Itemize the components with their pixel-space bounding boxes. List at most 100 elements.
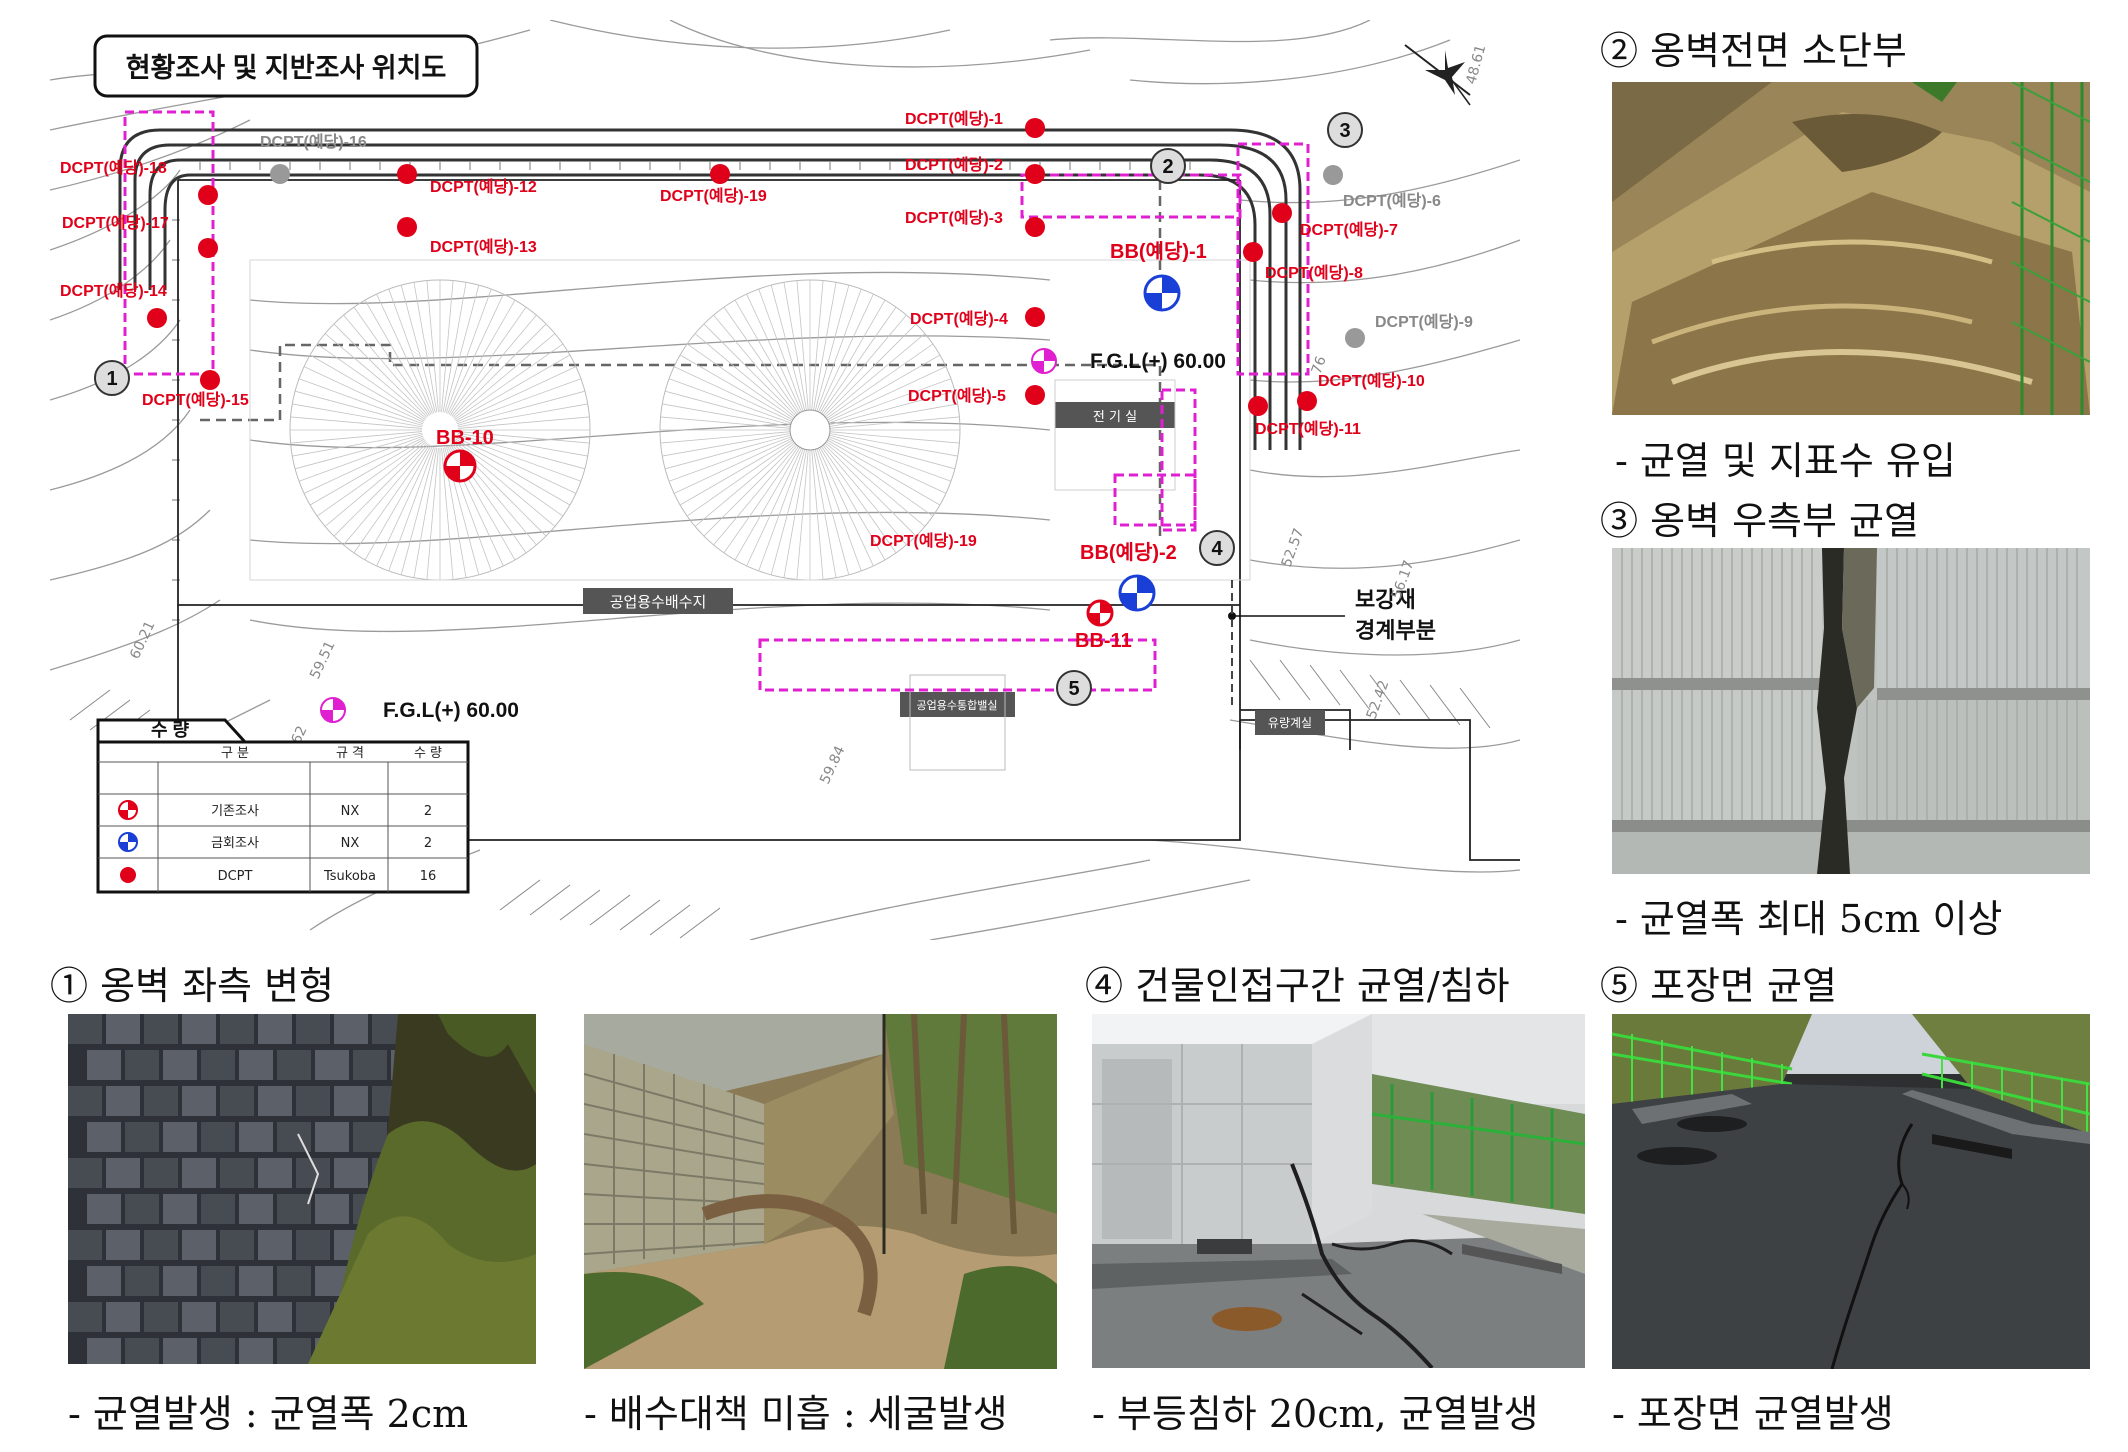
legend-header-qty: 수 량 — [414, 746, 442, 761]
fgl-marker-2: F.G.L(+) 60.00 — [320, 697, 519, 723]
svg-text:60.21: 60.21 — [127, 619, 158, 662]
reinforce-point — [1228, 612, 1236, 620]
pipe-lines — [200, 180, 1162, 540]
tank-rays — [290, 280, 960, 580]
svg-text:52.57: 52.57 — [1279, 526, 1308, 569]
valve-room-label: 공업용수통합밸실 — [917, 699, 998, 712]
legend-row-3-name: DCPT — [218, 869, 253, 884]
dcpt-label-14: DCPT(예당)-14 — [60, 282, 167, 300]
legend-row-1-name: 기존조사 — [211, 804, 259, 819]
dcpt-label-19b: DCPT(예당)-19 — [870, 532, 977, 550]
borehole-bb11: BB-11 — [1075, 599, 1132, 652]
legend-header-spec: 규 격 — [336, 746, 364, 761]
dcpt-label-6: DCPT(예당)-6 — [1343, 192, 1441, 210]
dcpt-label-18: DCPT(예당)-18 — [60, 159, 167, 177]
photo-4-image — [1092, 1014, 1585, 1368]
legend-row-1-spec: NX — [341, 804, 360, 819]
photo-1-image — [68, 1014, 536, 1364]
reinforce-label-1: 보강재 — [1355, 587, 1416, 612]
legend-row-2-spec: NX — [341, 836, 360, 851]
dcpt-label-5: DCPT(예당)-5 — [908, 387, 1006, 405]
svg-text:2: 2 — [1162, 156, 1173, 178]
svg-text:59.84: 59.84 — [817, 744, 848, 787]
fgl-label-1: F.G.L(+) 60.00 — [1090, 350, 1226, 373]
meter-room-label: 유량계실 — [1268, 716, 1312, 730]
photo-5-image — [1612, 1014, 2090, 1369]
valve-room-outline — [909, 674, 1006, 771]
borehole-bb1-label: BB(예당)-1 — [1110, 240, 1207, 263]
main-facility-label: 공업용수배수지 — [610, 593, 707, 611]
plan-title: 현황조사 및 지반조사 위치도 — [126, 53, 447, 83]
zone-marker-4: 4 — [1199, 530, 1235, 566]
electrical-room — [1055, 402, 1175, 428]
svg-text:4: 4 — [1211, 538, 1223, 560]
legend-title: 수 량 — [151, 720, 190, 740]
dcpt-label-9: DCPT(예당)-9 — [1375, 313, 1473, 331]
zone-marker-2: 2 — [1150, 148, 1186, 184]
photo-2-caption: - 균열 및 지표수 유입 — [1615, 439, 1956, 483]
fgl-marker-1: F.G.L(+) 60.00 — [1031, 348, 1226, 374]
retaining-wall — [118, 128, 1302, 450]
borehole-bb2-label: BB(예당)-2 — [1080, 541, 1177, 564]
legend-row-2-qty: 2 — [424, 836, 432, 851]
photo-4-caption: - 부등침하 20cm, 균열발생 — [1092, 1392, 1539, 1436]
dcpt-labels: DCPT(예당)-1 DCPT(예당)-2 DCPT(예당)-3 DCPT(예당… — [60, 110, 1473, 550]
photo-3-title: ③ 옹벽 우측부 균열 — [1600, 499, 1919, 543]
photo-1-caption: - 균열발생 : 균열폭 2cm — [68, 1392, 469, 1436]
zone-marker-3: 3 — [1327, 112, 1363, 148]
dcpt-label-7: DCPT(예당)-7 — [1300, 221, 1398, 239]
dcpt-label-3: DCPT(예당)-3 — [905, 209, 1003, 227]
dcpt-label-2: DCPT(예당)-2 — [905, 156, 1003, 174]
legend-row-1-qty: 2 — [424, 804, 432, 819]
svg-text:1: 1 — [106, 368, 117, 390]
photo-2-image — [1612, 82, 2090, 415]
dcpt-label-13: DCPT(예당)-13 — [430, 238, 537, 256]
dcpt-label-4: DCPT(예당)-4 — [910, 310, 1008, 328]
zone-markers: 1 2 3 4 5 — [94, 112, 1363, 706]
legend-row-3-spec: Tsukoba — [323, 869, 376, 884]
zone-marker-1: 1 — [94, 360, 130, 396]
north-arrow-icon — [1404, 44, 1471, 106]
dcpt-label-8: DCPT(예당)-8 — [1265, 264, 1363, 282]
contour-lines — [50, 20, 1520, 940]
electrical-room-label: 전 기 실 — [1093, 410, 1137, 425]
plan-title-box: 현황조사 및 지반조사 위치도 — [93, 34, 479, 98]
dcpt-label-10: DCPT(예당)-10 — [1318, 372, 1425, 390]
dcpt-label-15: DCPT(예당)-15 — [142, 391, 249, 409]
legend-table: 수 량 구 분 규 격 수 량 기존조사 NX 2 금회조사 NX 2 DCPT… — [96, 718, 470, 894]
svg-text:5: 5 — [1068, 678, 1079, 700]
svg-text:76: 76 — [1309, 354, 1330, 376]
dcpt-label-1: DCPT(예당)-1 — [905, 110, 1003, 128]
dcpt-label-16: DCPT(예당)-16 — [260, 133, 367, 151]
photo-3-image — [1612, 548, 2090, 874]
valve-room-box — [900, 692, 1015, 717]
dcpt-points-grey — [270, 164, 1365, 348]
svg-text:3: 3 — [1339, 120, 1350, 142]
borehole-bb2: BB(예당)-2 — [1080, 541, 1177, 612]
photo-1b-caption: - 배수대책 미흡 : 세굴발생 — [584, 1392, 1008, 1436]
main-facility-box — [583, 588, 733, 614]
tank-center — [789, 409, 831, 451]
site-plan-diagram: 전 기 실 공업용수배수지 공업용수통합밸실 유량계실 1 2 3 4 5 — [50, 20, 1520, 940]
meter-room-box — [1255, 710, 1325, 735]
zone-marker-5: 5 — [1056, 670, 1092, 706]
legend-row-2-name: 금회조사 — [211, 836, 259, 851]
legend-header-name: 구 분 — [221, 746, 249, 761]
reinforce-label-2: 경계부분 — [1355, 618, 1436, 643]
borehole-bb1: BB(예당)-1 — [1110, 240, 1207, 312]
dcpt-points-red — [147, 118, 1317, 416]
photo-1b-image — [584, 1014, 1057, 1369]
photo-1-title: ① 옹벽 좌측 변형 — [50, 964, 334, 1008]
structure-outline — [249, 259, 1251, 581]
photo-5-title: ⑤ 포장면 균열 — [1600, 964, 1837, 1008]
photo-5-caption: - 포장면 균열발생 — [1612, 1392, 1894, 1436]
borehole-bb10: BB-10 — [436, 427, 494, 483]
dcpt-label-19a: DCPT(예당)-19 — [660, 187, 767, 205]
photo-3-caption: - 균열폭 최대 5cm 이상 — [1615, 897, 2003, 941]
wall-ticks — [172, 162, 1191, 621]
dcpt-label-17: DCPT(예당)-17 — [62, 214, 169, 232]
fgl-label-2: F.G.L(+) 60.00 — [383, 699, 519, 722]
dcpt-label-12: DCPT(예당)-12 — [430, 178, 537, 196]
dcpt-label-11: DCPT(예당)-11 — [1255, 420, 1361, 438]
legend-row-3-qty: 16 — [420, 869, 437, 884]
